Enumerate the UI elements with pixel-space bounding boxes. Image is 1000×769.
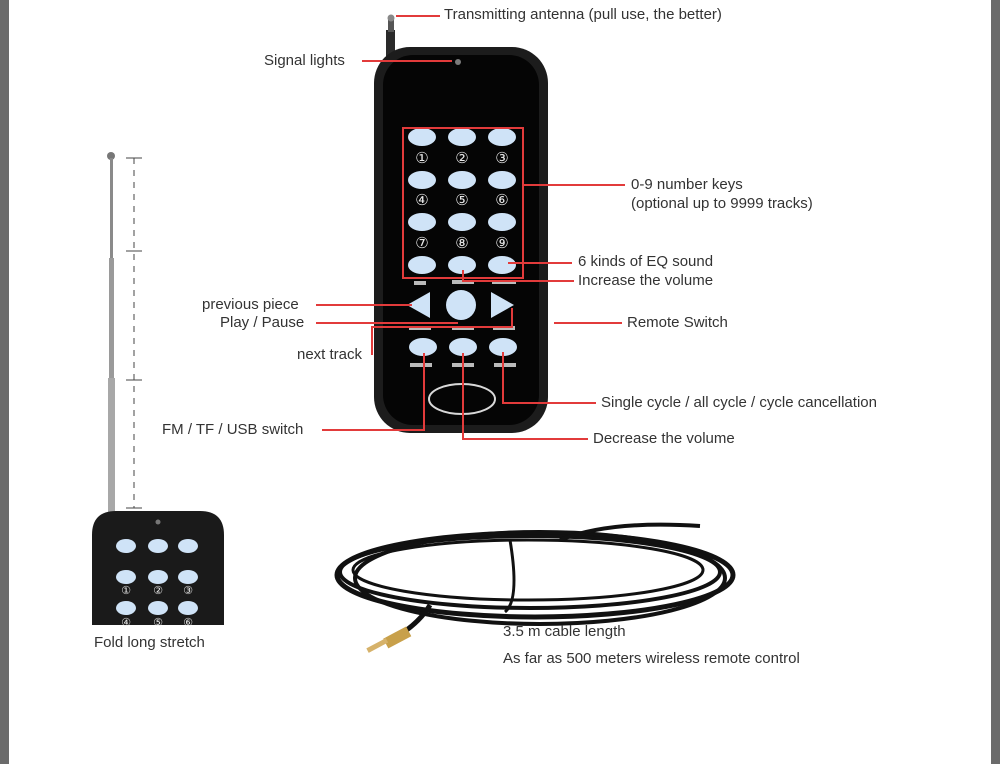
remote-switch-label: Remote Switch [627,314,728,331]
small-remote-key [148,570,168,584]
small-remote-key [178,539,198,553]
number-key-glyph-7: ⑦ [415,234,428,252]
source-switch-key [409,338,437,356]
antenna-label: Transmitting antenna (pull use, the bett… [444,6,722,23]
small-remote-key [116,601,136,615]
triangle-right-icon [491,292,514,318]
number-key-glyph-2: ② [455,149,468,167]
cycle-mode-key [489,338,517,356]
annotation-lines [316,15,625,440]
previous-piece-label: previous piece [202,296,299,313]
number-key-glyph-3: ③ [495,149,508,167]
small-remote-key [116,539,136,553]
number-key-glyph-8: ⑧ [455,234,468,252]
number-key-glyph-1: ① [415,149,428,167]
eq-key [488,256,516,274]
fold-stretch-label: Fold long stretch [94,634,205,651]
number-key-glyph-5: ⑤ [455,191,468,209]
cable-length-label: 3.5 m cable length [503,623,626,640]
number-key-glyph-9: ⑨ [495,234,508,252]
number-key-5 [448,171,476,189]
number-key-7 [408,213,436,231]
volume-up-label: Increase the volume [578,272,714,289]
signal-light-icon [455,59,461,65]
small-remote: ① ② ③ ④ ⑤ ⑥ [92,511,224,629]
number-key-glyph-6: ⑥ [495,191,508,209]
triangle-left-icon [407,292,430,318]
volume-down-label: Decrease the volume [593,430,735,447]
telescopic-antenna [107,152,142,513]
next-track-label: next track [297,346,363,363]
number-keys-label-line1: 0-9 number keys [631,176,743,193]
small-remote-number-glyph: ⑥ [183,616,193,629]
number-key-1 [408,128,436,146]
small-remote-key [178,601,198,615]
audio-jack-icon [366,626,412,653]
small-remote-key [116,570,136,584]
small-remote-number-glyph: ② [153,584,163,597]
small-remote-number-glyph: ① [121,584,131,597]
signal-lights-label: Signal lights [264,52,345,69]
number-key-3 [488,128,516,146]
main-keypad: ① ② ③ ④ ⑤ ⑥ ⑦ ⑧ ⑨ [408,128,516,274]
number-key-6 [488,171,516,189]
frame-left-border [0,0,9,764]
cycle-mode-label: Single cycle / all cycle / cycle cancell… [601,394,877,411]
small-remote-number-glyph: ⑤ [153,616,163,629]
number-keys-label-line2: (optional up to 9999 tracks) [631,195,813,212]
source-switch-label: FM / TF / USB switch [162,421,304,438]
cable-coil [334,522,736,639]
small-remote-number-glyph: ③ [183,584,193,597]
volume-up-key [448,256,476,274]
number-key-2 [448,128,476,146]
number-key-4 [408,171,436,189]
small-remote-key [148,601,168,615]
main-remote: ① ② ③ ④ ⑤ ⑥ ⑦ ⑧ ⑨ [374,47,548,433]
small-remote-number-glyph: ④ [121,616,131,629]
small-remote-key [178,570,198,584]
play-pause-key [446,290,476,320]
main-antenna [386,14,395,66]
volume-down-key [449,338,477,356]
frame-right-border [991,0,1000,764]
play-pause-label: Play / Pause [220,314,305,331]
zero-key [408,256,436,274]
number-key-glyph-4: ④ [415,191,428,209]
number-key-8 [448,213,476,231]
small-remote-key [148,539,168,553]
number-key-9 [488,213,516,231]
wireless-range-label: As far as 500 meters wireless remote con… [503,650,800,667]
eq-sound-label: 6 kinds of EQ sound [578,253,714,270]
